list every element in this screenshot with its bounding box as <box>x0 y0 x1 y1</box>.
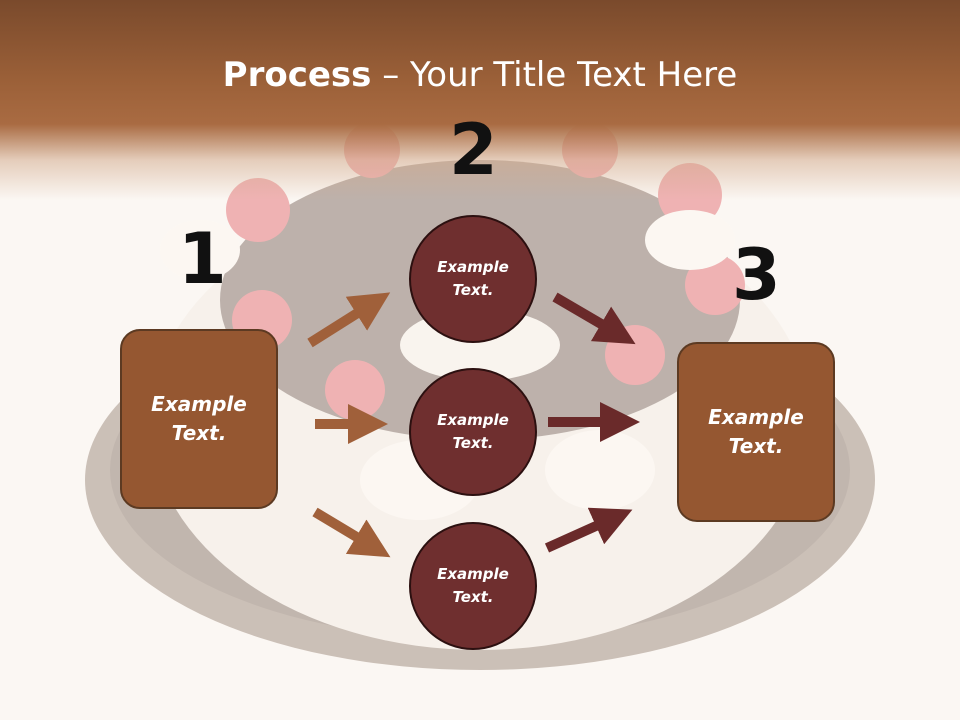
title-bold-part: Process <box>222 55 372 95</box>
title-dash: – <box>371 55 411 95</box>
arrow-1-to-2-bottom <box>312 507 391 558</box>
arrow-2-top-to-3 <box>552 292 636 345</box>
step-2-circle-bottom[interactable]: Example Text. <box>409 522 537 650</box>
step-2-circle-middle[interactable]: Example Text. <box>409 368 537 496</box>
arrow-1-to-2-top <box>307 292 391 348</box>
title-rest: Your Title Text Here <box>410 55 738 95</box>
step-2-circle-top[interactable]: Example Text. <box>409 215 537 343</box>
circle-top-text: Example Text. <box>437 258 509 299</box>
step-1-box[interactable]: Example Text. <box>120 329 278 509</box>
circle-middle-text: Example Text. <box>437 411 509 452</box>
step-number-1: 1 <box>178 218 227 300</box>
step-number-3: 3 <box>732 234 781 316</box>
step-3-box[interactable]: Example Text. <box>677 342 835 522</box>
step-3-box-text: Example Text. <box>708 405 804 458</box>
circle-bottom-text: Example Text. <box>437 565 509 606</box>
step-number-2: 2 <box>449 109 498 191</box>
slide-title[interactable]: Process – Your Title Text Here <box>0 52 960 98</box>
arrow-2-bottom-to-3 <box>544 507 633 553</box>
step-1-box-text: Example Text. <box>151 392 247 445</box>
header-band <box>0 0 960 200</box>
